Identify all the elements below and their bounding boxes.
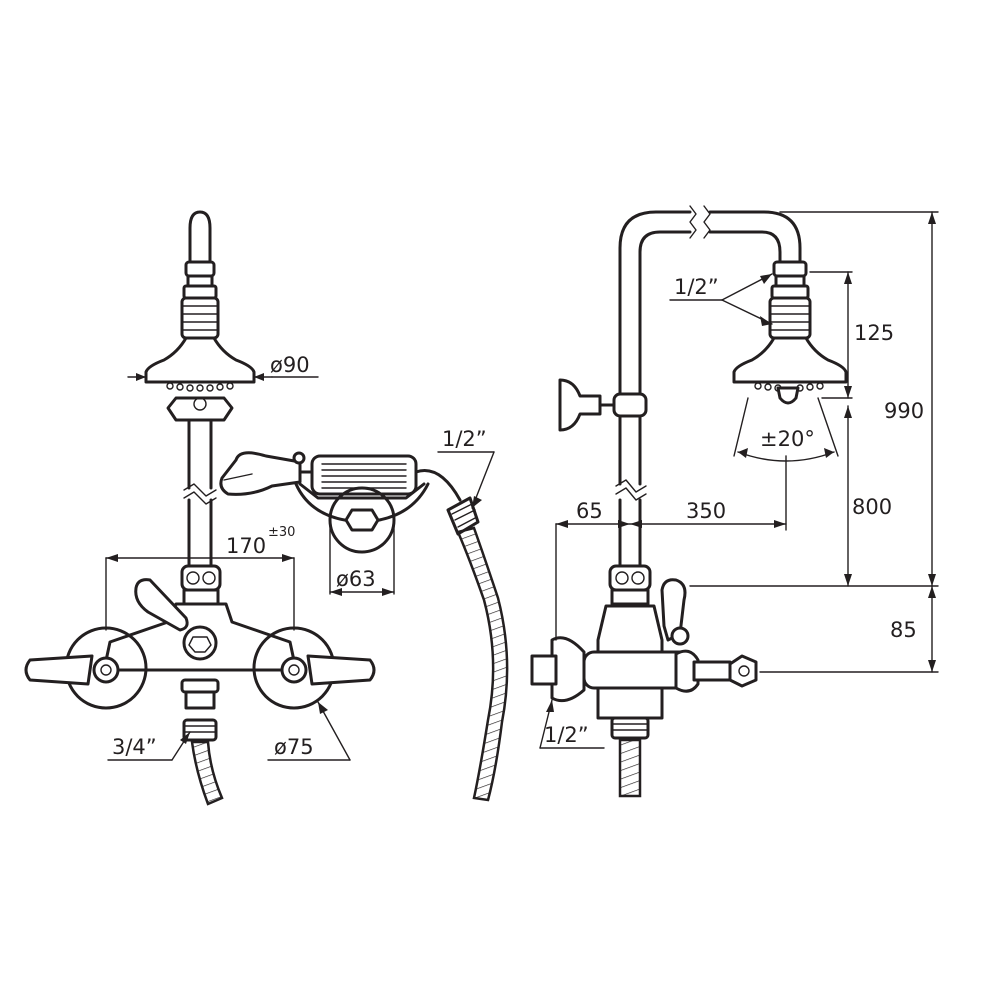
shower-hose — [456, 526, 509, 802]
head-swivel-knurl — [180, 296, 220, 340]
hand-shower-neck — [414, 469, 462, 502]
dim-total-height: 990 — [884, 399, 924, 423]
dim-hose-thread: 1/2” — [442, 427, 487, 451]
front-view: ø90 170 ±30 3/4” ø75 — [24, 210, 376, 806]
side-hose-stub — [618, 738, 642, 798]
head-bracket — [166, 396, 234, 422]
dim-mixer-height: 85 — [890, 618, 917, 642]
arm-inner-right — [708, 230, 782, 264]
dim-riser-height: 800 — [852, 495, 892, 519]
shower-head — [144, 336, 256, 384]
side-inlet-stub — [530, 654, 558, 686]
handle-left — [24, 654, 94, 686]
side-view: 1/2” 125 ±20° 990 800 85 — [530, 205, 939, 798]
wall-holder-nut — [344, 508, 380, 532]
arm-outer — [618, 210, 692, 400]
dim-inlet-thread: 3/4” — [112, 735, 157, 759]
break-mark-upper — [183, 483, 217, 497]
handle-hub-left — [92, 656, 120, 684]
dim-arm-spacing: 170 — [226, 534, 266, 558]
side-escutcheon — [550, 636, 586, 703]
shower-nozzles — [166, 382, 234, 392]
side-shower-head — [732, 336, 848, 384]
head-swivel-top — [182, 284, 218, 300]
diverter-knob — [182, 625, 218, 661]
outlet-stem — [184, 690, 216, 710]
dim-arm-projection: 350 — [686, 499, 726, 523]
arm-inner — [638, 230, 692, 400]
dim-head-height: 125 — [854, 321, 894, 345]
hand-shower-grip — [310, 454, 418, 496]
arm-outer-right — [708, 210, 802, 264]
handle-hub-right — [280, 656, 308, 684]
dim-outlet-thread: 1/2” — [544, 723, 589, 747]
side-handle-neck — [692, 660, 732, 682]
hand-shower-head — [219, 451, 302, 496]
hose-stub-front — [190, 740, 224, 806]
wall-bracket-clamp — [612, 392, 648, 418]
hand-shower-view: 1/2” ø63 — [219, 427, 509, 802]
side-head-nut — [772, 260, 808, 278]
diverter-collar — [182, 588, 220, 606]
dim-head-thread: 1/2” — [674, 275, 719, 299]
side-outlet-connector — [610, 716, 650, 740]
hand-shower-knob — [292, 451, 306, 465]
handle-right — [306, 654, 376, 686]
side-handle-end — [728, 654, 758, 688]
side-diverter-lever — [660, 578, 687, 642]
diverter-lever — [134, 578, 189, 632]
dim-arm-spacing-tolerance: ±30 — [268, 525, 295, 540]
side-head-center — [776, 386, 800, 405]
riser-cap — [188, 210, 212, 264]
dim-holder-diameter: ø63 — [336, 567, 376, 591]
wall-holder-disc — [328, 486, 396, 554]
wall-bracket — [558, 378, 602, 432]
dim-head-tilt: ±20° — [760, 427, 815, 451]
dim-head-diameter: ø90 — [270, 353, 310, 377]
dim-escutcheon-diameter: ø75 — [274, 735, 314, 759]
outlet-nut — [180, 678, 220, 694]
dim-arm-offset: 65 — [576, 499, 603, 523]
side-head-knurl — [768, 296, 812, 340]
riser-nut — [184, 260, 216, 278]
inlet-connector — [182, 718, 218, 742]
